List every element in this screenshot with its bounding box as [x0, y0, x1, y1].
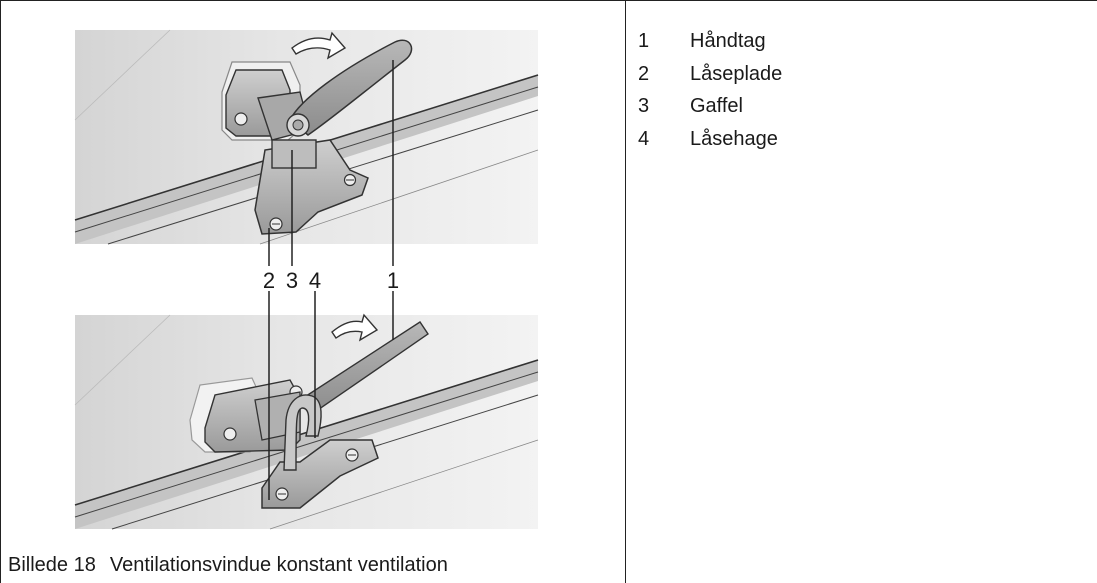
callout-1: 1 — [387, 268, 399, 293]
table-left-border — [0, 0, 1, 583]
legend-number: 4 — [638, 127, 650, 150]
legend-label: Låsehage — [690, 127, 778, 150]
table-top-border — [0, 0, 1097, 1]
window-latch-illustration: 2 3 4 1 — [74, 29, 539, 530]
callout-3: 3 — [286, 268, 298, 293]
figure-cell: 2 3 4 1 Billede 18 Ventilationsvindue kon… — [8, 29, 539, 579]
legend-label: Låseplade — [690, 62, 783, 85]
callout-4: 4 — [309, 268, 321, 293]
callout-2: 2 — [263, 268, 275, 293]
column-divider — [625, 0, 626, 583]
legend-label: Gaffel — [690, 95, 743, 117]
legend-label: Håndtag — [690, 30, 766, 52]
callout-leaders — [268, 60, 394, 500]
caption-text: Ventilationsvindue konstant ventilation — [109, 554, 448, 576]
figure-caption: Billede 18 Ventilationsvindue konstant ve… — [8, 551, 448, 579]
legend-number: 1 — [638, 30, 650, 52]
legend-number: 2 — [638, 62, 650, 85]
legend-number: 3 — [638, 95, 650, 117]
bottom-view — [74, 313, 539, 530]
caption-number: Billede 18 — [8, 554, 96, 576]
top-view — [74, 29, 539, 245]
